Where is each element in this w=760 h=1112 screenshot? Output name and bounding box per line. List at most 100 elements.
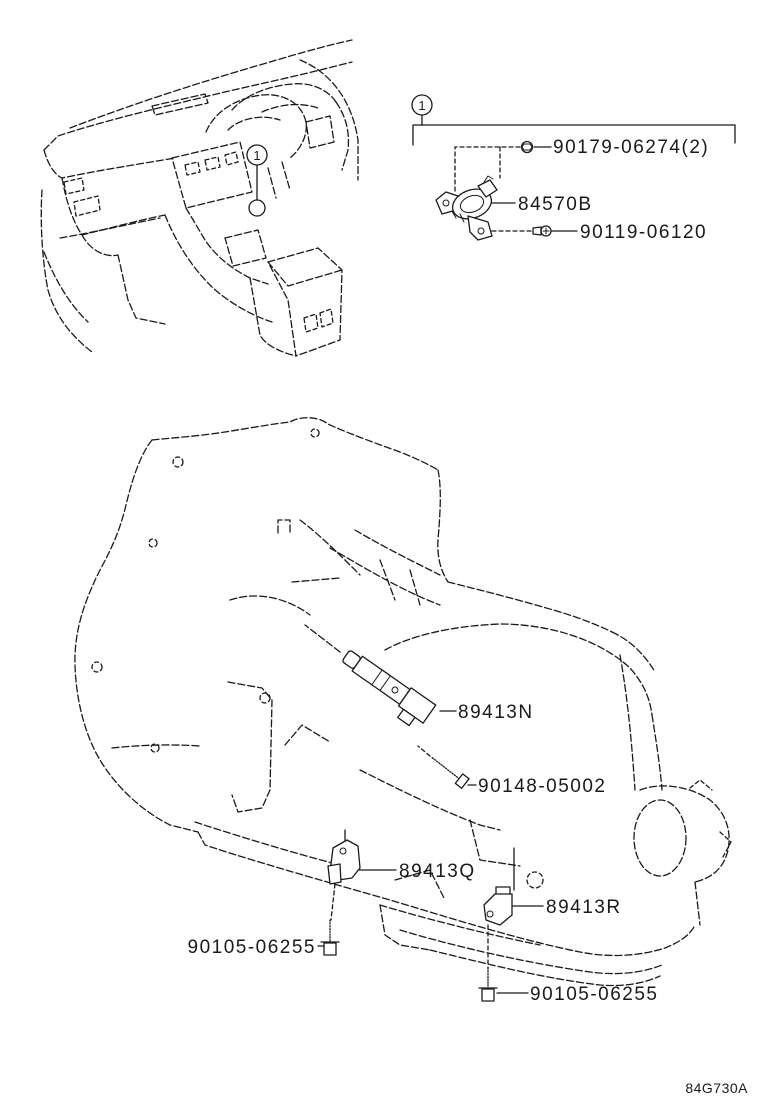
- stud-position-line: [417, 745, 431, 757]
- case-bottom-line: [197, 831, 696, 957]
- bolt-hole: [310, 428, 320, 438]
- case-front-edge: [437, 469, 449, 583]
- bell-housing-rib: [379, 559, 396, 601]
- case-rib-line: [619, 654, 636, 791]
- extension-body: [651, 714, 663, 791]
- dashboard-view: 1: [40, 39, 359, 357]
- part-label-solenoid[interactable]: 89413N: [458, 702, 534, 723]
- windshield-base-line: [69, 39, 353, 129]
- case-top-rim: [447, 581, 613, 633]
- extension-top: [611, 631, 656, 673]
- bell-housing-rib: [299, 519, 361, 576]
- solenoid-89413n-icon: [342, 650, 437, 727]
- steering-wheel-rim: [205, 94, 307, 159]
- bolt-right-icon: [478, 967, 498, 1002]
- stud-icon: [431, 757, 470, 789]
- assembly-bracket: [412, 124, 736, 146]
- bell-housing-rib: [354, 529, 441, 576]
- callout-number[interactable]: 1: [253, 148, 260, 163]
- part-label-screw[interactable]: 90119-06120: [580, 222, 707, 243]
- passenger-dash-face: [61, 177, 166, 236]
- part-label-sensor-q[interactable]: 89413Q: [399, 861, 476, 882]
- defroster-vent: [151, 93, 209, 116]
- oil-pan-bottom: [429, 949, 661, 987]
- solenoid-bore-line: [304, 624, 341, 653]
- bell-housing-rib: [291, 577, 341, 583]
- switch-location-marker: [248, 199, 266, 217]
- steering-column: [267, 161, 291, 199]
- bolt-left-icon: [320, 919, 340, 956]
- figure-code: 84G730A: [685, 1080, 748, 1096]
- nut-position-line: [454, 146, 521, 193]
- driver-door-line: [299, 59, 359, 181]
- case-lower-right: [694, 881, 701, 926]
- floor-line: [117, 254, 166, 325]
- screw-icon: [532, 225, 552, 237]
- bell-housing-notch: [277, 519, 291, 534]
- side-bracket: [227, 681, 273, 813]
- center-stack-vent: [204, 156, 221, 171]
- main-case-arc: [384, 623, 653, 716]
- oil-pan-end: [379, 904, 431, 951]
- instrument-cluster: [261, 103, 319, 113]
- case-lower-block: [394, 869, 446, 901]
- part-label-bolt-left[interactable]: 90105-06255: [188, 937, 317, 958]
- bell-housing-rib: [409, 569, 421, 606]
- flange-ear: [689, 779, 732, 858]
- bracket-hole: [259, 692, 271, 704]
- case-boss: [526, 871, 544, 889]
- part-label-switch[interactable]: 84570B: [518, 194, 593, 215]
- console-box: [267, 247, 343, 357]
- callout-number[interactable]: 1: [418, 98, 425, 113]
- steering-wheel-inner: [227, 116, 281, 131]
- transmission-view: [74, 417, 732, 1002]
- console-switch: [319, 308, 334, 328]
- center-stack-vent: [184, 161, 201, 176]
- oil-pan-side: [399, 929, 663, 975]
- case-lower-edge: [359, 769, 501, 831]
- driver-side-vent: [305, 115, 335, 149]
- flange-opening: [633, 799, 687, 877]
- passenger-vent: [63, 177, 85, 195]
- case-lower-block: [469, 819, 521, 867]
- dash-top-edge: [43, 61, 353, 151]
- sensor-89413q-icon: [327, 839, 361, 885]
- bell-housing-top: [151, 417, 439, 471]
- assembly-detail: 1: [411, 94, 736, 241]
- knee-panel-line: [81, 234, 119, 257]
- output-flange: [639, 785, 730, 883]
- bolt-hole: [91, 661, 103, 673]
- part-label-stud[interactable]: 90148-05002: [478, 776, 607, 797]
- bell-housing-rib: [229, 595, 311, 616]
- dash-front-edge: [43, 149, 176, 179]
- oil-pan-top: [379, 904, 541, 946]
- console-box-top: [267, 261, 343, 287]
- bolt-left-position-line: [330, 883, 336, 921]
- glove-box-line: [59, 217, 161, 239]
- part-label-nut[interactable]: 90179-06274(2): [553, 137, 709, 158]
- nut-icon: [520, 140, 534, 154]
- bell-housing-inner-line: [111, 744, 201, 749]
- center-stack: [171, 141, 253, 209]
- part-labels: 90179-06274(2) 84570B 90119-06120 89413N…: [188, 137, 748, 1096]
- dash-right-end: [335, 101, 350, 171]
- passenger-vent: [73, 195, 101, 217]
- console-side: [249, 277, 297, 357]
- console-switch: [303, 313, 319, 333]
- shifter-panel: [224, 229, 267, 267]
- console-lower-edge: [164, 214, 273, 323]
- bolt-hole: [150, 743, 160, 753]
- sensor-89413r-icon: [483, 886, 513, 926]
- bell-housing-outline: [74, 439, 199, 833]
- bolt-hole: [148, 538, 158, 548]
- part-label-bolt-right[interactable]: 90105-06255: [530, 984, 659, 1005]
- switch-84570b-icon: [435, 175, 498, 241]
- passenger-lower-line: [43, 251, 89, 323]
- center-stack-vent: [224, 151, 239, 166]
- bell-housing-inner-line: [284, 724, 331, 746]
- bell-housing-rib: [329, 547, 441, 606]
- bolt-hole: [172, 456, 184, 468]
- part-label-sensor-r[interactable]: 89413R: [546, 897, 622, 918]
- passenger-door-line: [40, 189, 93, 353]
